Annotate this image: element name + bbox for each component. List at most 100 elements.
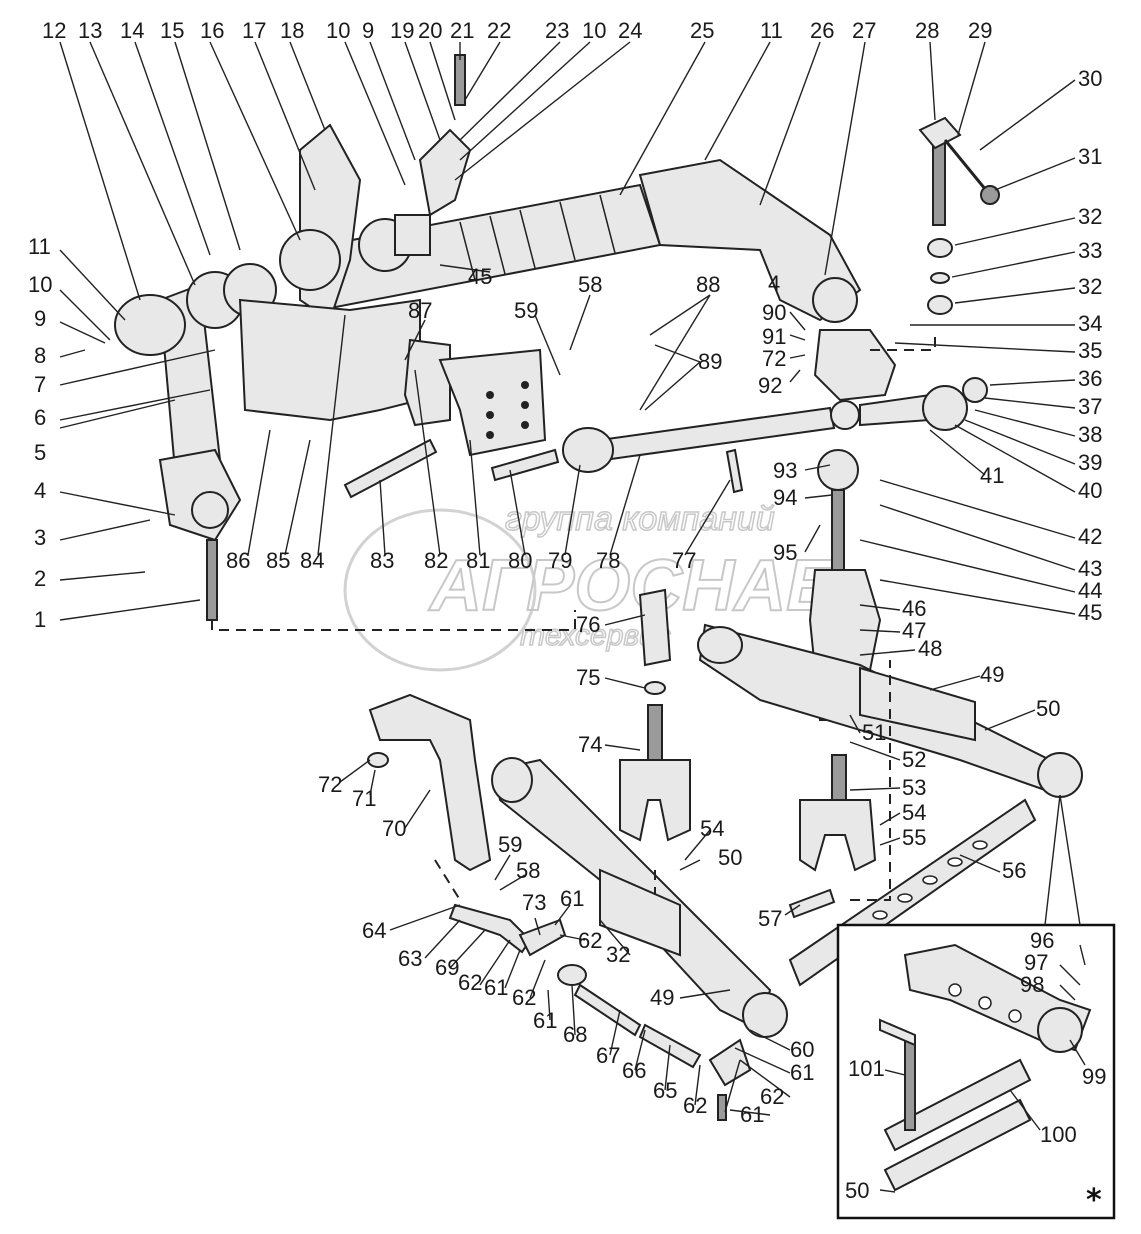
watermark-line2: АГРОСНАБ	[428, 546, 837, 626]
label-75: 75	[576, 665, 600, 690]
dashed-lines	[211, 335, 936, 901]
label-63-d: 61	[740, 1102, 764, 1127]
label-35: 35	[1078, 338, 1102, 363]
label-9-top: 9	[362, 18, 374, 43]
label-56: 56	[1002, 858, 1026, 883]
label-51: 51	[862, 720, 886, 745]
inset-marker: *	[1086, 1183, 1102, 1218]
label-5: 5	[34, 440, 46, 465]
label-83: 83	[370, 548, 394, 573]
label-32b: 32	[1078, 274, 1102, 299]
label-33: 33	[1078, 238, 1102, 263]
label-18: 18	[280, 18, 304, 43]
label-64-left: 64	[362, 918, 386, 943]
label-1: 1	[34, 607, 46, 632]
label-14: 14	[120, 18, 144, 43]
label-73: 73	[522, 890, 546, 915]
label-54: 54	[902, 800, 926, 825]
label-98: 98	[1020, 972, 1044, 997]
label-13: 13	[78, 18, 102, 43]
label-10-top: 10	[326, 18, 350, 43]
bracket-82	[403, 338, 451, 427]
label-76: 76	[576, 612, 600, 637]
label-19: 19	[390, 18, 414, 43]
label-91: 91	[762, 324, 786, 349]
label-10-top2: 10	[582, 18, 606, 43]
label-64-d: 62	[683, 1093, 707, 1118]
label-16: 16	[200, 18, 224, 43]
label-52: 52	[902, 747, 926, 772]
label-28: 28	[915, 18, 939, 43]
label-67: 67	[596, 1043, 620, 1068]
label-10-left: 10	[28, 272, 52, 297]
label-63-c: 61	[533, 1008, 557, 1033]
label-45-mid: 45	[468, 264, 492, 289]
label-22: 22	[487, 18, 511, 43]
label-74: 74	[578, 732, 602, 757]
label-26: 26	[810, 18, 834, 43]
bracket-70	[368, 693, 492, 872]
label-63-left: 63	[398, 946, 422, 971]
label-6: 6	[34, 405, 46, 430]
label-94: 94	[773, 485, 797, 510]
adjust-rod	[206, 539, 218, 621]
label-89: 89	[698, 349, 722, 374]
label-85: 85	[266, 548, 290, 573]
label-63-b: 61	[484, 975, 508, 1000]
label-59-top: 59	[514, 298, 538, 323]
label-45-right: 45	[1078, 600, 1102, 625]
label-8: 8	[34, 343, 46, 368]
label-11-top: 11	[760, 18, 783, 43]
label-59: 54	[700, 816, 724, 841]
label-64-top: 62	[578, 928, 602, 953]
label-58-top: 58	[578, 272, 602, 297]
part-labels: 12 13 14 15 16 17 18 10 9 19 20 21 22 23…	[28, 18, 1106, 1203]
label-100: 100	[1040, 1122, 1077, 1147]
label-88: 88	[696, 272, 720, 297]
label-99: 99	[1082, 1064, 1106, 1089]
label-65: 65	[653, 1078, 677, 1103]
label-81: 81	[466, 548, 490, 573]
label-64-c: 62	[512, 985, 536, 1010]
label-12: 12	[42, 18, 66, 43]
label-61: 61	[790, 1060, 814, 1085]
label-49-right: 49	[980, 662, 1004, 687]
label-7: 7	[34, 372, 46, 397]
label-101: 101	[848, 1056, 885, 1081]
label-23: 23	[545, 18, 569, 43]
label-79: 79	[548, 548, 572, 573]
label-4-right: 4	[768, 271, 780, 296]
parts-drawing	[114, 54, 1083, 1121]
leader-lines	[59, 41, 1086, 1193]
label-42: 42	[1078, 524, 1102, 549]
label-44: 44	[1078, 578, 1102, 603]
label-2: 2	[34, 566, 46, 591]
label-63-top: 61	[560, 886, 584, 911]
label-29: 29	[968, 18, 992, 43]
top-link	[598, 406, 836, 462]
label-92: 92	[758, 373, 782, 398]
label-49-left: 32	[606, 942, 630, 967]
label-46: 46	[902, 596, 926, 621]
label-57: 57	[758, 906, 782, 931]
label-37: 37	[1078, 394, 1102, 419]
bracket-81	[438, 348, 547, 457]
label-36: 36	[1078, 366, 1102, 391]
label-4-left: 4	[34, 478, 46, 503]
label-20: 20	[418, 18, 442, 43]
label-96: 96	[1030, 928, 1054, 953]
label-93: 93	[773, 458, 797, 483]
label-62: 62	[760, 1084, 784, 1109]
label-66: 66	[622, 1058, 646, 1083]
label-71: 71	[352, 786, 376, 811]
label-64-b: 62	[458, 970, 482, 995]
label-47: 47	[902, 618, 926, 643]
label-3: 3	[34, 525, 46, 550]
label-95: 95	[773, 540, 797, 565]
label-24: 24	[618, 18, 642, 43]
label-53: 53	[902, 775, 926, 800]
label-61-top: 58	[516, 858, 540, 883]
label-48: 48	[918, 636, 942, 661]
pin-83	[343, 438, 438, 499]
label-40: 40	[1078, 478, 1102, 503]
